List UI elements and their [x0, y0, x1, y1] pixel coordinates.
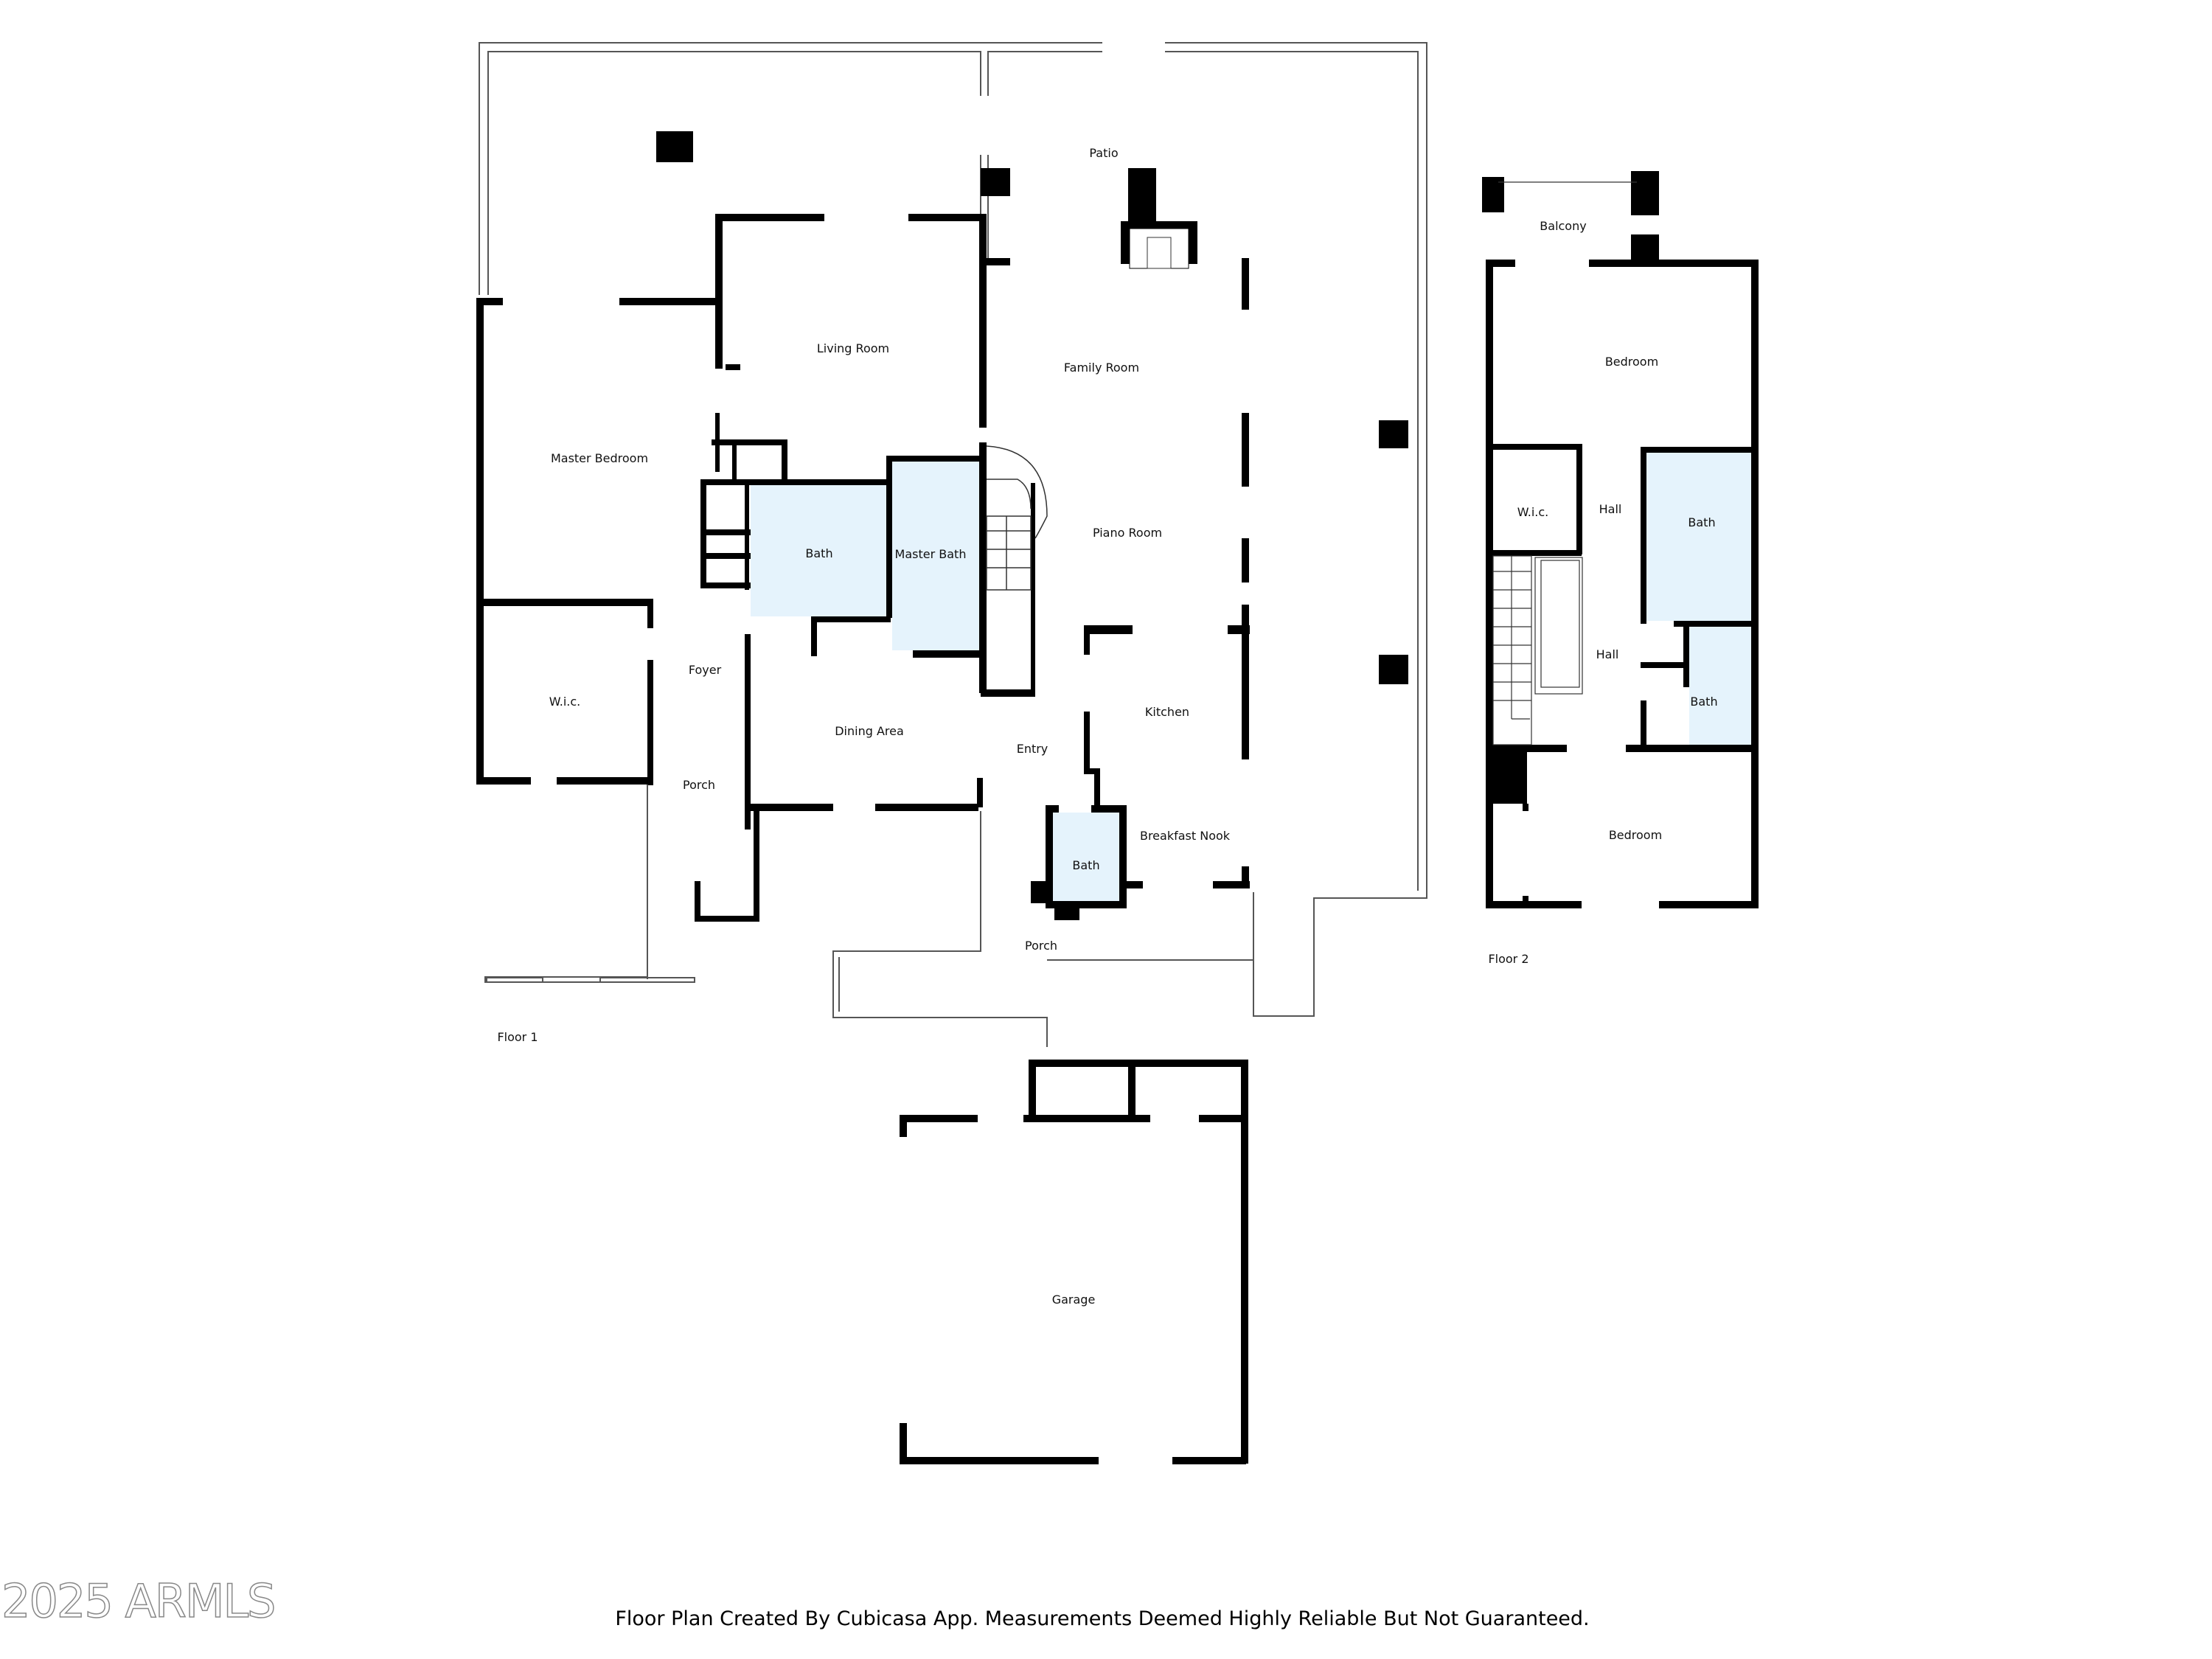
- label-dining-area: Dining Area: [835, 724, 904, 738]
- pillars: [656, 131, 1408, 684]
- label-wic: W.i.c.: [549, 695, 580, 709]
- floor2-bath-fills: [1646, 453, 1751, 745]
- label-piano-room: Piano Room: [1093, 526, 1162, 540]
- label-bath-lower: Bath: [1690, 695, 1717, 709]
- label-bath: Bath: [805, 546, 832, 560]
- porch-outlines: [484, 785, 1254, 1047]
- label-bedroom-bottom: Bedroom: [1609, 828, 1662, 842]
- bath-fills: [751, 462, 1119, 901]
- label-half-bath: Bath: [1072, 858, 1099, 872]
- label-garage: Garage: [1052, 1293, 1096, 1307]
- label-floor-2: Floor 2: [1488, 952, 1528, 966]
- copyright-watermark: 2025 ARMLS: [1, 1573, 276, 1629]
- label-porch-left: Porch: [683, 778, 715, 792]
- label-master-bedroom: Master Bedroom: [551, 451, 648, 465]
- label-family-room: Family Room: [1064, 361, 1139, 375]
- label-foyer: Foyer: [689, 663, 722, 677]
- label-hall-lower: Hall: [1596, 647, 1619, 661]
- label-floor-1: Floor 1: [497, 1030, 538, 1044]
- label-entry: Entry: [1017, 742, 1048, 756]
- label-wic-2: W.i.c.: [1517, 505, 1548, 519]
- fireplace: [1121, 221, 1197, 269]
- floor1-walls: [476, 214, 1250, 922]
- disclaimer-footer: Floor Plan Created By Cubicasa App. Meas…: [0, 1607, 2212, 1630]
- label-living-room: Living Room: [817, 341, 889, 355]
- label-breakfast-nook: Breakfast Nook: [1140, 829, 1231, 843]
- label-kitchen: Kitchen: [1145, 705, 1189, 719]
- label-master-bath: Master Bath: [895, 547, 967, 561]
- floor2-stairs: [1492, 181, 1637, 745]
- staircase: [986, 445, 1048, 591]
- garage-walls: [900, 1060, 1248, 1464]
- label-bath-upper: Bath: [1688, 515, 1715, 529]
- label-bedroom-top: Bedroom: [1605, 355, 1658, 369]
- label-porch-front: Porch: [1025, 939, 1057, 953]
- label-balcony: Balcony: [1540, 219, 1586, 233]
- label-hall-upper: Hall: [1599, 502, 1622, 516]
- disclaimer-text: Floor Plan Created By Cubicasa App. Meas…: [615, 1607, 1590, 1630]
- floor2-walls: [1482, 171, 1759, 908]
- label-patio: Patio: [1089, 146, 1118, 160]
